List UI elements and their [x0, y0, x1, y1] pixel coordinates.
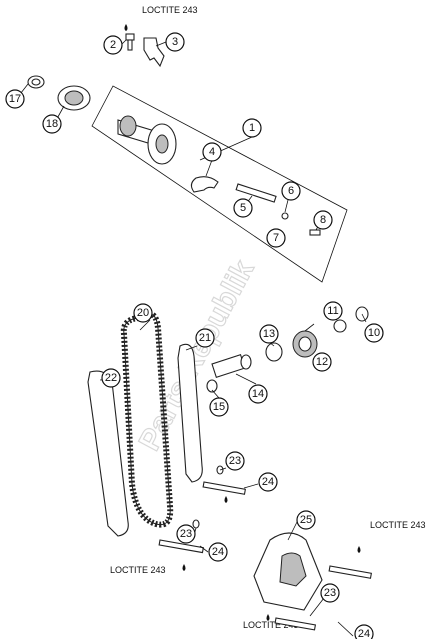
callout-23-bottom: 23: [320, 583, 340, 603]
chain-tensioner-part: [206, 342, 283, 393]
callout-12: 12: [312, 352, 332, 372]
camshaft-part: [117, 115, 177, 165]
callout-24: 24: [258, 472, 278, 492]
callout-13: 13: [259, 324, 279, 344]
callout-22: 22: [101, 368, 121, 388]
svg-text:24: 24: [212, 546, 224, 558]
svg-text:11: 11: [327, 305, 338, 317]
svg-text:15: 15: [213, 401, 225, 413]
callout-6: 6: [281, 181, 301, 201]
callout-17: 17: [5, 89, 25, 109]
screw-part: [125, 33, 135, 51]
svg-text:13: 13: [263, 328, 275, 340]
svg-text:6: 6: [288, 185, 294, 197]
callout-1: 1: [242, 118, 262, 138]
retaining-clip-part: [190, 176, 219, 193]
timing-chain-part: [120, 310, 174, 528]
camshaft-group-frame: [91, 85, 348, 283]
callout-18: 18: [42, 114, 62, 134]
callout-2: 2: [103, 35, 123, 55]
callout-25: 25: [296, 510, 316, 530]
svg-text:23: 23: [180, 528, 192, 540]
callout-15: 15: [209, 397, 229, 417]
svg-text:1: 1: [249, 122, 255, 134]
callout-8: 8: [313, 210, 333, 230]
callout-10: 10: [364, 323, 384, 343]
svg-text:24: 24: [358, 628, 370, 639]
loctite-label-top: LOCTITE 243: [142, 5, 198, 15]
tensioner-rail-part: [177, 343, 203, 483]
loctite-drop-icon: [224, 496, 228, 503]
svg-text:3: 3: [172, 36, 178, 48]
callout-23: 23: [225, 451, 245, 471]
svg-text:21: 21: [199, 332, 211, 344]
svg-text:24: 24: [262, 476, 274, 488]
callout-7: 7: [266, 228, 286, 248]
loctite-drop-icon: [266, 614, 270, 621]
svg-text:7: 7: [273, 232, 279, 244]
svg-text:5: 5: [240, 202, 246, 214]
svg-text:8: 8: [320, 214, 326, 226]
guide-rail-part: [87, 370, 129, 537]
svg-text:22: 22: [105, 372, 117, 384]
svg-text:10: 10: [368, 327, 380, 339]
callout-3: 3: [165, 32, 185, 52]
callout-24-lower: 24: [208, 542, 228, 562]
tensioner-plug-part: [292, 306, 369, 358]
callout-14: 14: [248, 384, 268, 404]
bolt-part: [274, 617, 317, 631]
callout-24-bottom: 24: [354, 624, 374, 639]
svg-text:18: 18: [46, 118, 58, 130]
bearing-part: [57, 85, 91, 111]
bolt-part: [158, 519, 204, 554]
callout-5: 5: [233, 198, 253, 218]
svg-text:12: 12: [316, 356, 328, 368]
callout-21: 21: [195, 328, 215, 348]
svg-text:23: 23: [229, 455, 241, 467]
loctite-drop-icon: [182, 564, 186, 571]
svg-text:4: 4: [209, 146, 215, 158]
svg-text:25: 25: [300, 514, 312, 526]
loctite-drop-icon: [124, 24, 128, 31]
small-screw-part: [309, 229, 321, 236]
bolt-part: [202, 465, 246, 495]
cam-fork-part: [143, 37, 165, 68]
svg-text:17: 17: [9, 93, 21, 105]
shaft-bolt-part: [235, 183, 277, 203]
loctite-label-right: LOCTITE 243: [370, 520, 426, 530]
loctite-drop-icon: [357, 546, 361, 553]
loctite-label-bottom: LOCTITE 243: [243, 620, 299, 630]
callout-23-lower: 23: [176, 524, 196, 544]
loctite-label-left: LOCTITE 243: [110, 565, 166, 575]
callout-20: 20: [133, 303, 153, 323]
svg-text:14: 14: [252, 388, 264, 400]
callout-11: 11: [323, 301, 343, 321]
callout-4: 4: [202, 142, 222, 162]
small-washer-part: [281, 212, 289, 220]
svg-text:20: 20: [137, 307, 149, 319]
svg-text:23: 23: [324, 587, 336, 599]
svg-text:2: 2: [110, 39, 116, 51]
bolt-part: [328, 565, 372, 579]
